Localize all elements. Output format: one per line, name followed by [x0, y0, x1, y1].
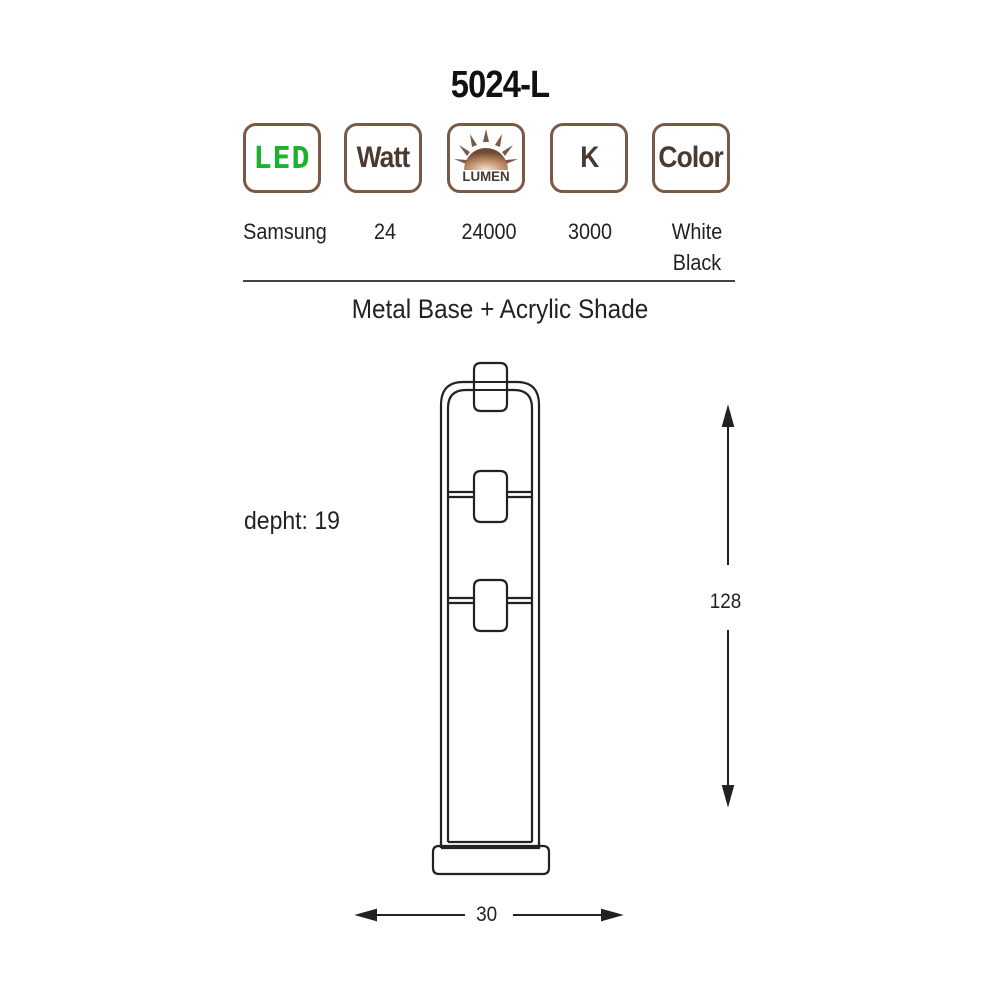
color-value-white: White	[671, 219, 723, 244]
color-icon-label: Color	[658, 141, 724, 174]
watt-icon: Watt	[344, 123, 422, 193]
depth-label: depht: 19	[244, 507, 340, 535]
lumen-value: 24000	[461, 219, 517, 244]
lumen-icon-label: LUMEN	[462, 168, 510, 184]
lamp-head-2	[472, 469, 509, 524]
sun-icon	[454, 129, 518, 170]
color-value: White Black	[643, 216, 751, 278]
lamp-head-1	[472, 361, 509, 413]
width-dimension-arrow	[354, 908, 624, 922]
height-label: 128	[709, 590, 742, 613]
color-icon: Color	[652, 123, 730, 193]
kelvin-value: 3000	[567, 219, 613, 244]
material-description: Metal Base + Acrylic Shade	[351, 294, 649, 324]
kelvin-icon: K	[550, 123, 628, 193]
kelvin-icon-label: K	[579, 141, 599, 174]
color-value-black: Black	[672, 250, 722, 275]
height-dimension-arrow	[721, 404, 735, 808]
lumen-icon: LUMEN	[447, 123, 525, 193]
product-code: 5024-L	[450, 64, 550, 106]
led-value: Samsung	[243, 219, 327, 244]
led-icon: LED	[243, 123, 321, 193]
width-label: 30	[476, 903, 498, 926]
watt-icon-label: Watt	[356, 141, 411, 174]
divider	[243, 280, 735, 282]
led-icon-label: LED	[253, 140, 311, 176]
watt-value: 24	[373, 219, 397, 244]
lamp-head-3	[472, 578, 509, 633]
